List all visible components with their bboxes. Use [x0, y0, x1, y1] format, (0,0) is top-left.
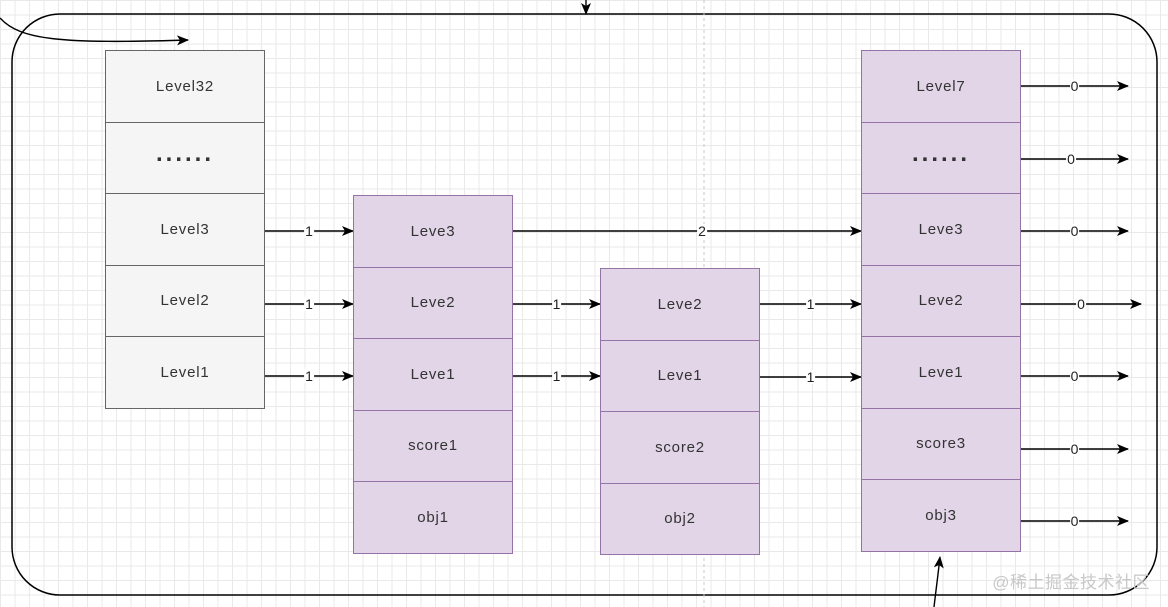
cell-label: obj3 [925, 506, 957, 524]
cell-label: score3 [916, 435, 966, 453]
cell-label: obj1 [417, 508, 449, 526]
node-cell: obj2 [600, 482, 760, 555]
edge-label: 1 [304, 368, 314, 384]
cell-label: Level32 [155, 77, 215, 95]
node-cell: Leve1 [600, 339, 760, 412]
incoming-arrow-left [0, 17, 189, 46]
cell-label: Leve2 [918, 292, 964, 310]
node-cell: obj3 [861, 479, 1021, 552]
header-cell: Level3 [105, 193, 265, 266]
edge-label: 1 [805, 369, 816, 385]
node-cell: Leve3 [861, 193, 1021, 266]
cell-label: obj2 [664, 510, 696, 528]
node-cell: Leve2 [861, 264, 1021, 337]
cell-label: Leve2 [410, 294, 456, 312]
edge-label: 0 [1069, 368, 1080, 384]
node-cell: ...... [861, 121, 1021, 194]
cell-label: score2 [655, 438, 705, 456]
edge-label: 1 [551, 296, 562, 312]
edge-label: 0 [1069, 223, 1080, 239]
edge-label: 0 [1076, 296, 1086, 312]
cell-label: Leve1 [410, 365, 456, 383]
node-cell: score3 [861, 407, 1021, 480]
incoming-arrow-bottom [933, 556, 944, 607]
node-cell: score1 [353, 409, 513, 482]
cell-label: Level1 [160, 363, 210, 381]
cell-label: Level2 [160, 292, 210, 310]
edge-label: 1 [304, 223, 314, 239]
node-cell: Leve3 [353, 195, 513, 268]
node-cell: Level7 [861, 50, 1021, 123]
node-cell: Leve2 [600, 268, 760, 341]
node-cell: Leve2 [353, 266, 513, 339]
header-cell: Level32 [105, 50, 265, 123]
edge-label: 2 [697, 223, 707, 239]
cell-label: ...... [155, 139, 214, 167]
node-cell: Leve1 [353, 338, 513, 411]
edge-label: 0 [1069, 441, 1080, 457]
cell-label: ...... [911, 139, 970, 167]
watermark-text: @稀土掘金技术社区 [992, 573, 1150, 592]
cell-label: Level7 [916, 77, 966, 95]
cell-label: Leve1 [657, 367, 703, 385]
cell-label: score1 [408, 437, 458, 455]
edge-label: 1 [805, 296, 816, 312]
edge-label: 1 [551, 368, 562, 384]
header-cell: ...... [105, 121, 265, 194]
cell-label: Level3 [160, 220, 210, 238]
edge-label: 1 [304, 296, 314, 312]
cell-label: Leve1 [918, 363, 964, 381]
node-cell: Leve1 [861, 336, 1021, 409]
header-cell: Level2 [105, 264, 265, 337]
cell-label: Leve2 [657, 295, 703, 313]
header-cell: Level1 [105, 336, 265, 409]
node-cell: score2 [600, 411, 760, 484]
cell-label: Leve3 [410, 222, 456, 240]
edge-label: 0 [1069, 513, 1080, 529]
edge-label: 0 [1066, 151, 1076, 167]
cell-label: Leve3 [918, 220, 964, 238]
edge-label: 0 [1069, 78, 1080, 94]
node-cell: obj1 [353, 481, 513, 554]
